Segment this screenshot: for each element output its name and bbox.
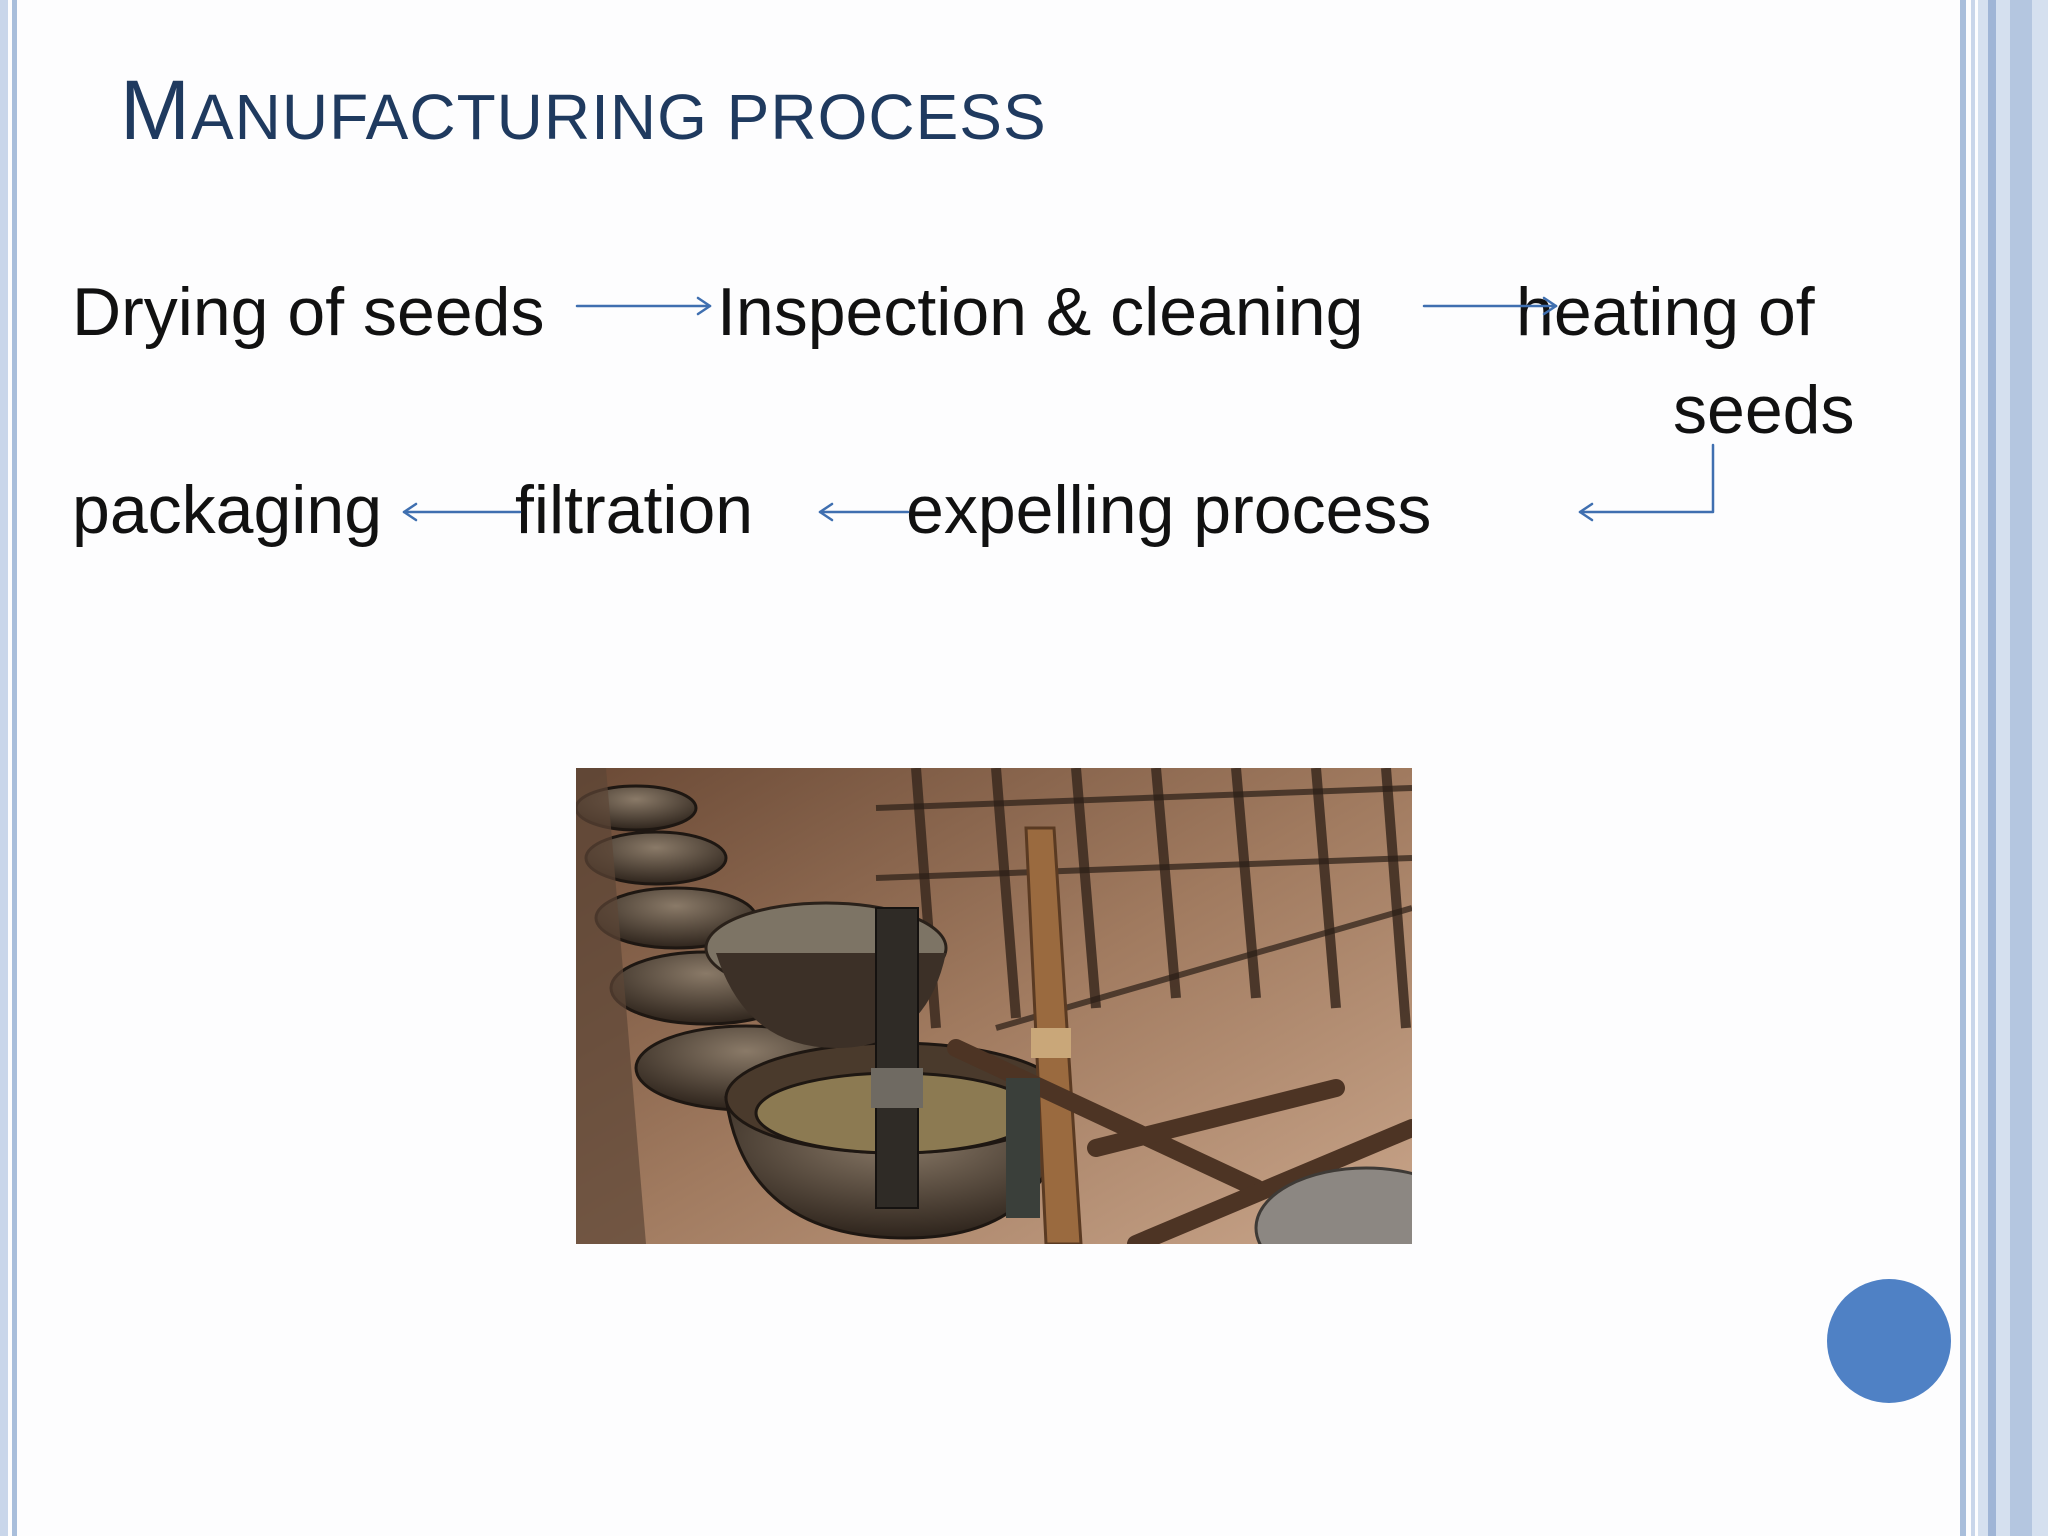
right-border-line-3 (1988, 0, 1996, 1536)
right-border-line-1 (1960, 0, 1966, 1536)
arrow-left-1 (818, 502, 910, 522)
step-heating-of: heating of (1516, 274, 1815, 350)
step-inspection-cleaning: Inspection & cleaning (717, 274, 1364, 350)
arrow-right-1 (575, 296, 712, 316)
slide-title: MANUFACTURING PROCESS (120, 62, 1047, 159)
decorative-circle (1827, 1279, 1951, 1403)
arrow-elbow-down-left (1578, 443, 1715, 522)
step-drying-of-seeds: Drying of seeds (72, 274, 545, 350)
arrow-right-2 (1422, 296, 1558, 316)
step-packaging: packaging (72, 472, 383, 548)
step-filtration: filtration (515, 472, 754, 548)
arrow-left-2 (402, 502, 522, 522)
oil-mill-illustration (576, 768, 1412, 1244)
step-expelling-process: expelling process (906, 472, 1432, 548)
right-border-line-2 (1971, 0, 1975, 1536)
oil-mill-photo (576, 768, 1412, 1244)
title-initial: M (120, 63, 191, 157)
step-heating-seeds-line2: seeds (1673, 372, 1855, 448)
title-rest: ANUFACTURING PROCESS (190, 81, 1047, 153)
left-border-outer (0, 0, 8, 1536)
right-border-line-4 (2010, 0, 2032, 1536)
left-border-inner (12, 0, 17, 1536)
